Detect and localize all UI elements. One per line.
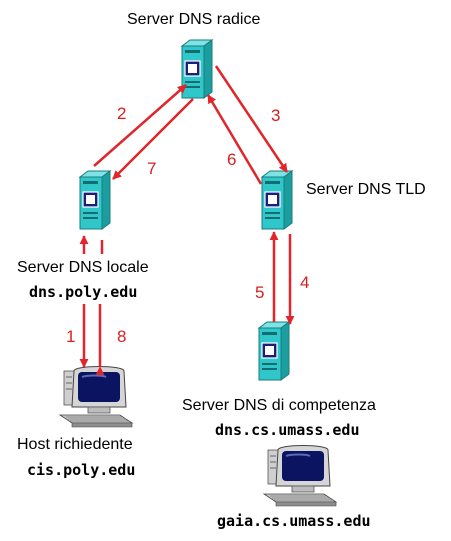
authoritative-server-host: dns.cs.umass.edu: [215, 421, 360, 439]
step-label-6: 6: [227, 150, 237, 169]
requester-label: Host richiedente: [17, 436, 133, 453]
arrow-step-7: [112, 98, 194, 180]
local-server-host: dns.poly.edu: [29, 283, 138, 301]
step-label-3: 3: [271, 106, 281, 125]
step-label-5: 5: [255, 283, 265, 302]
step-label-4: 4: [300, 273, 310, 292]
target-host: gaia.cs.umass.edu: [217, 512, 371, 530]
arrow-step-3: [214, 65, 289, 173]
root-server-label: Server DNS radice: [127, 11, 261, 28]
authoritative-server-icon: [258, 321, 290, 381]
tld-server-label: Server DNS TLD: [306, 181, 426, 198]
step-label-1: 1: [66, 327, 76, 346]
target-host-icon: [263, 444, 337, 507]
step-label-7: 7: [147, 159, 157, 178]
step-label-8: 8: [117, 327, 127, 346]
root-server-icon: [181, 39, 213, 99]
requester-host-icon: [59, 365, 133, 428]
local-server-icon: [79, 170, 111, 230]
authoritative-server-label: Server DNS di competenza: [182, 397, 376, 414]
tld-server-icon: [261, 170, 293, 230]
step-label-2: 2: [117, 104, 127, 123]
arrow-step-2: [93, 84, 187, 167]
local-server-label: Server DNS locale: [17, 259, 149, 276]
requester-host: cis.poly.edu: [27, 461, 136, 479]
arrow-step-6: [206, 94, 263, 185]
